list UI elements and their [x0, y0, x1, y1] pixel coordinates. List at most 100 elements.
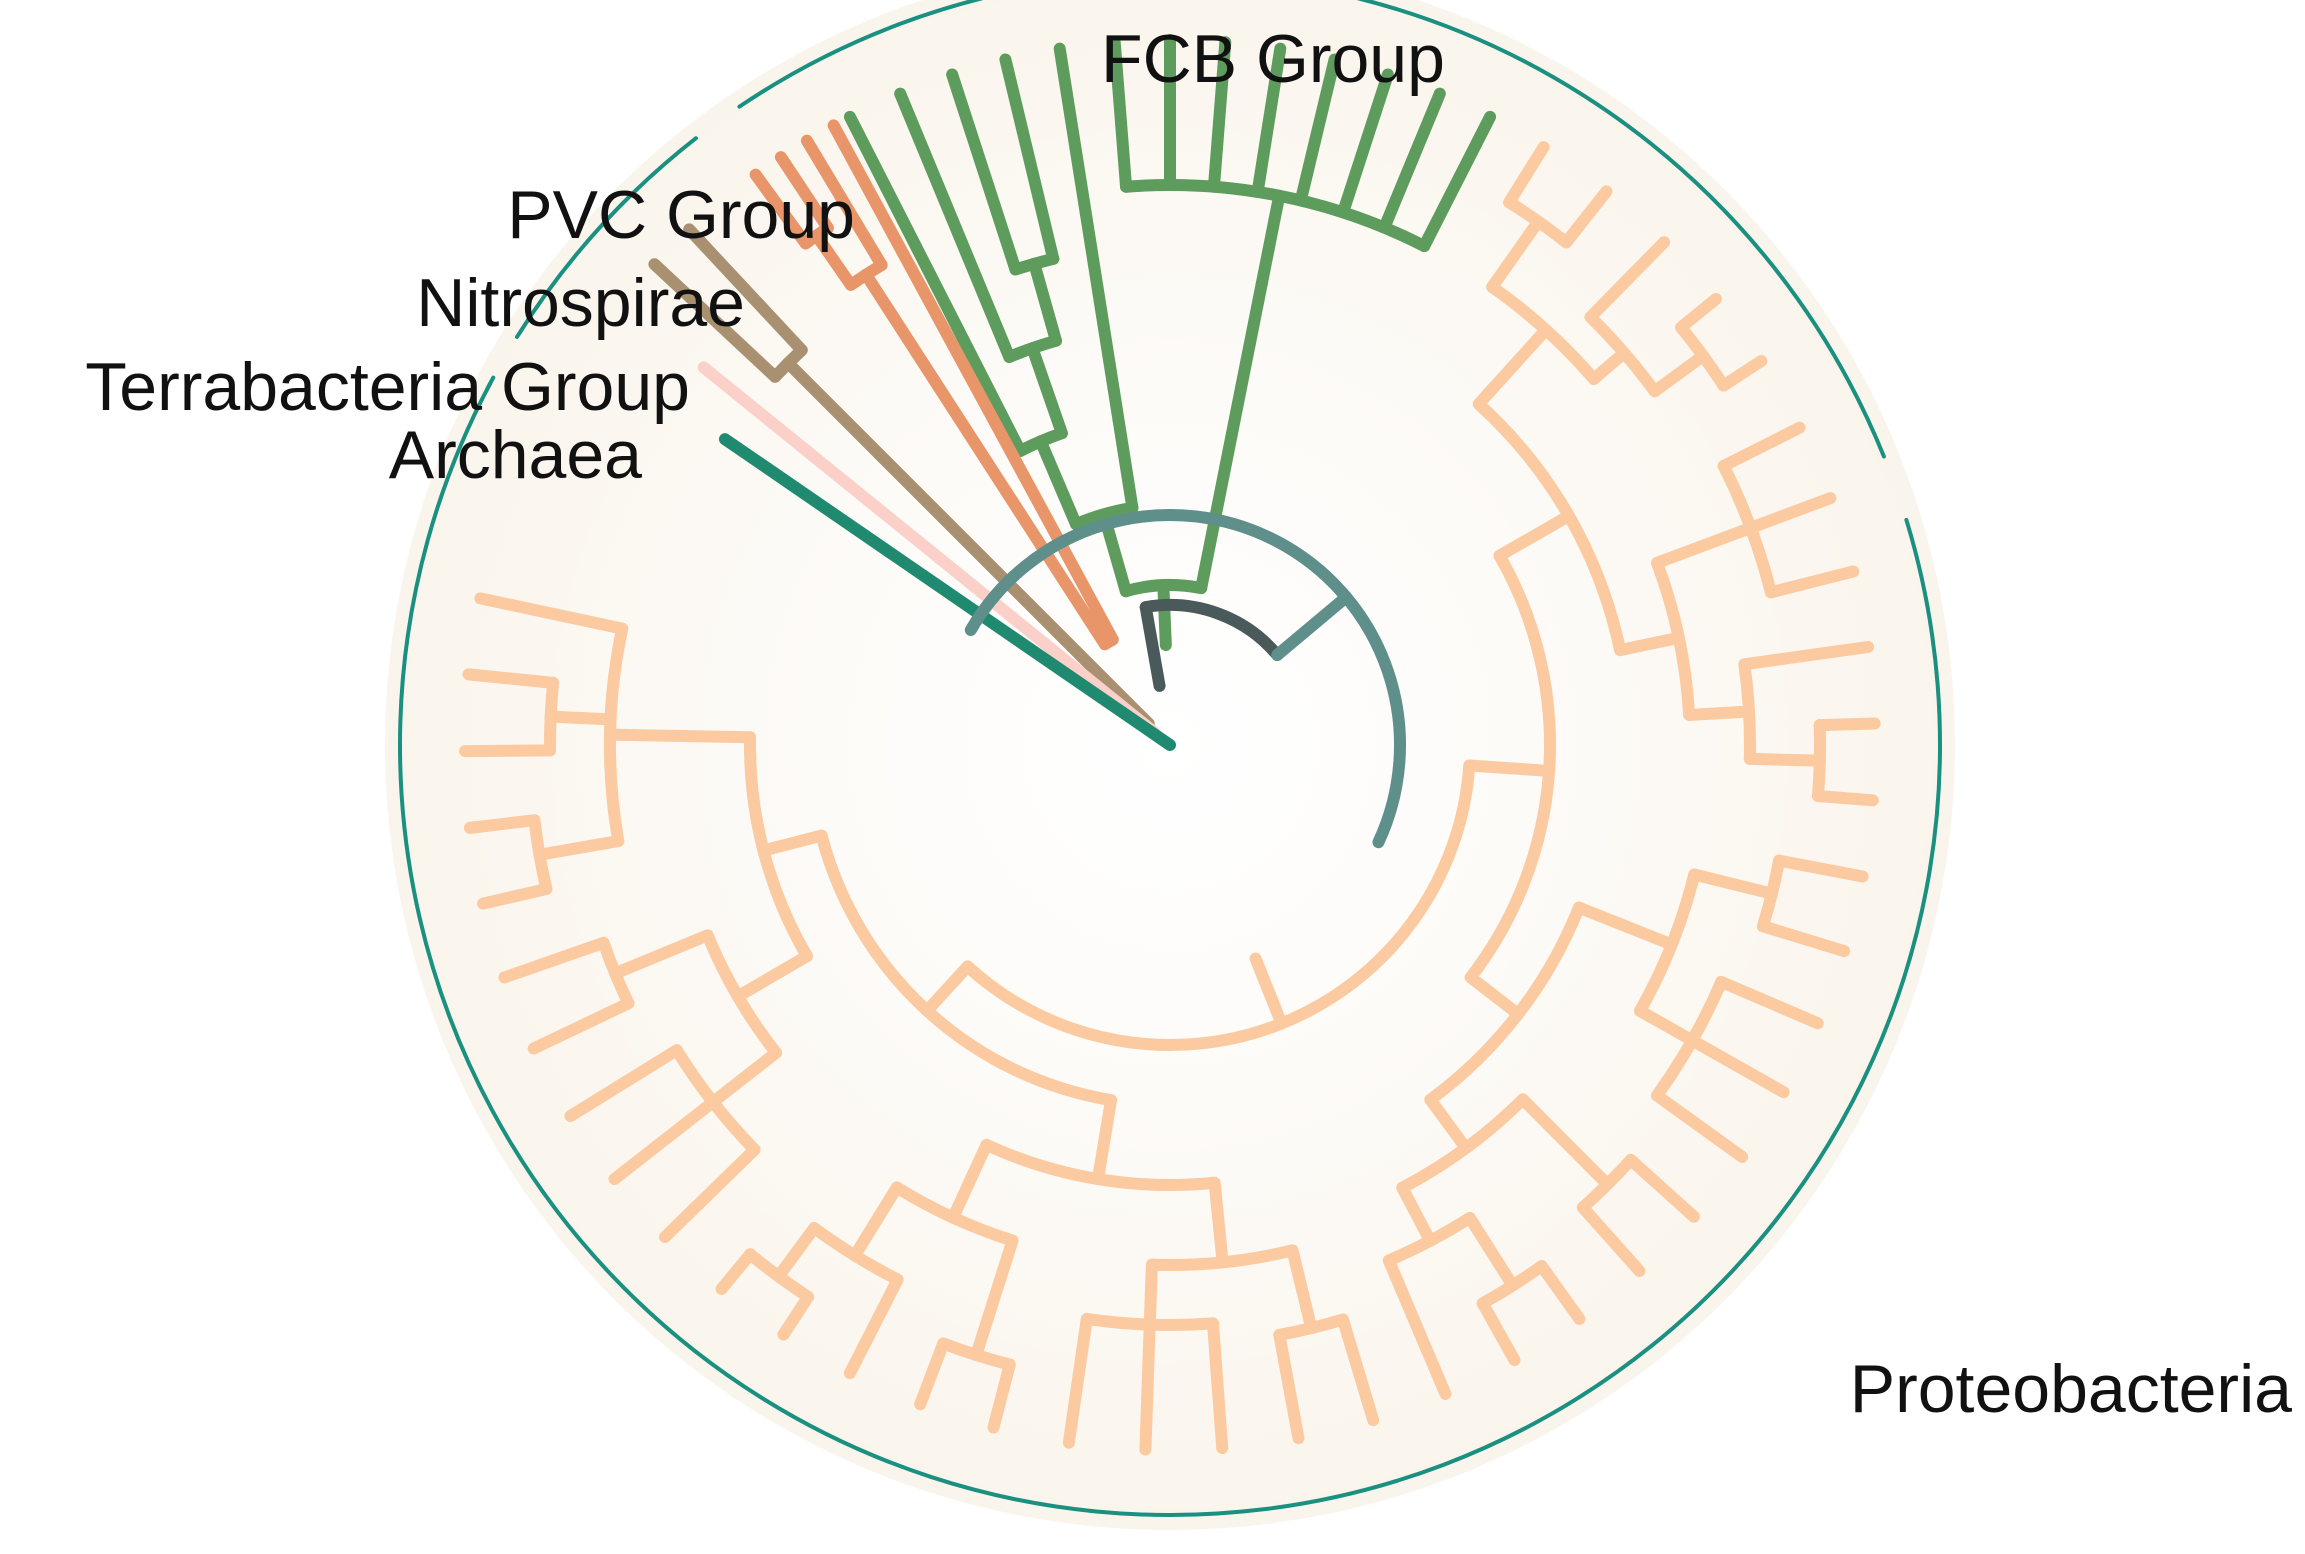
- proteobacteria-internal-branch: [1743, 752, 1826, 767]
- ring-segment: [737, 0, 984, 109]
- root-arc-outer: [964, 509, 1406, 849]
- proteobacteria-leaf-branch: [1811, 789, 1879, 807]
- proteobacteria-leaf-branch: [1764, 565, 1860, 599]
- fcb-leaf-branch: [1418, 110, 1497, 253]
- proteobacteria-leaf-branch: [1535, 1260, 1586, 1325]
- proteobacteria-internal-branch: [1683, 705, 1756, 721]
- proteobacteria-internal-branch: [609, 929, 714, 980]
- proteobacteria-stem: [1249, 952, 1288, 1030]
- proteobacteria-leaf-branch: [1206, 1317, 1229, 1455]
- proteobacteria-leaf-branch: [1744, 492, 1837, 534]
- proteobacteria-internal-branch: [757, 829, 828, 857]
- ring-segment: [485, 375, 496, 392]
- proteobacteria-internal-branch: [1516, 1093, 1614, 1191]
- proteobacteria-leaf-branch: [1738, 640, 1875, 671]
- proteobacteria-internal-branch: [1463, 759, 1556, 777]
- proteobacteria-internal-branch: [731, 950, 813, 1003]
- fcb-leaf-branch: [843, 110, 1027, 457]
- proteobacteria-leaf-branch: [843, 1273, 904, 1380]
- proteobacteria-internal-branch: [544, 710, 617, 726]
- proteobacteria-leaf-branch: [1560, 185, 1613, 249]
- proteobacteria-internal-branch: [848, 1181, 903, 1262]
- proteobacteria-internal-branch: [970, 1234, 1019, 1361]
- proteobacteria-leaf-branch: [1715, 975, 1824, 1030]
- terrabacteria-leaf-branch: [648, 258, 782, 383]
- proteobacteria-internal-branch: [1648, 349, 1710, 398]
- proteobacteria-leaf-branch: [1717, 421, 1806, 472]
- pvc-internal-branch: [860, 268, 1111, 651]
- proteobacteria-leaf-branch: [987, 1358, 1016, 1434]
- fcb-stem: [1157, 579, 1172, 652]
- proteobacteria-internal-branch: [1614, 631, 1685, 657]
- proteobacteria-internal-branch: [1143, 1258, 1158, 1331]
- proteobacteria-leaf-branch: [1336, 1313, 1380, 1427]
- proteobacteria-leaf-branch: [1675, 292, 1722, 334]
- label-terrabacteria-group: Terrabacteria Group: [85, 349, 690, 425]
- proteobacteria-internal-branch: [1493, 509, 1575, 562]
- proteobacteria-internal-branch: [706, 1046, 782, 1109]
- proteobacteria-internal-branch: [1424, 1093, 1472, 1155]
- tree-branches: [459, 34, 1881, 1456]
- proteobacteria-leaf-branch: [498, 936, 610, 984]
- proteobacteria-leaf-branch: [1756, 920, 1851, 958]
- fcb-leaf-branch: [999, 53, 1060, 265]
- proteobacteria-leaf-branch: [462, 668, 560, 689]
- proteobacteria-leaf-branch: [477, 882, 553, 910]
- terrabacteria-stem: [782, 357, 1155, 730]
- label-fcb-group: FCB Group: [1101, 21, 1445, 97]
- proteobacteria-leaf-branch: [1273, 1328, 1305, 1445]
- proteobacteria-leaf-branch: [527, 997, 635, 1055]
- proteobacteria-leaf-branch: [1584, 236, 1671, 324]
- proteobacteria-internal-branch: [1651, 521, 1757, 569]
- fcb-internal-branch: [1034, 435, 1082, 531]
- fcb-leaf-branch: [1251, 42, 1287, 198]
- pvc-node-arc: [1098, 633, 1119, 651]
- proteobacteria-leaf-branch: [1576, 1201, 1646, 1277]
- pvc-leaf-branch: [827, 119, 1119, 646]
- proteobacteria-internal-branch: [947, 1138, 993, 1224]
- proteobacteria-leaf-branch: [1062, 1312, 1093, 1449]
- fcb-leaf-branch: [1378, 87, 1446, 234]
- proteobacteria-internal-branch: [1463, 1211, 1519, 1292]
- proteobacteria-leaf-branch: [1382, 1254, 1452, 1400]
- fcb-internal-branch: [1255, 189, 1286, 291]
- ring-segment: [515, 136, 698, 339]
- proteobacteria-internal-branch: [921, 960, 974, 1017]
- fcb-leaf-branch: [1207, 36, 1232, 193]
- proteobacteria-internal-branch: [1572, 901, 1678, 951]
- proteobacteria-internal-branch: [1286, 1244, 1318, 1335]
- terrabacteria-leaf-branch: [683, 223, 808, 357]
- proteobacteria-leaf-branch: [1813, 717, 1881, 732]
- proteobacteria-internal-branch: [533, 835, 625, 861]
- label-pvc-group: PVC Group: [507, 177, 855, 253]
- proteobacteria-internal-branch: [1396, 1181, 1437, 1247]
- proteobacteria-leaf-branch: [459, 744, 557, 758]
- proteobacteria-leaf-branch: [715, 1248, 757, 1295]
- proteobacteria-internal-branch: [604, 728, 757, 744]
- proteobacteria-leaf-branch: [608, 1096, 719, 1186]
- root-inner-stem: [1139, 601, 1166, 692]
- proteobacteria-leaf-branch: [914, 1337, 950, 1411]
- proteobacteria-leaf-branch: [564, 1044, 683, 1122]
- proteobacteria-leaf-branch: [1624, 1153, 1700, 1223]
- root-arc-inner: [1139, 599, 1284, 662]
- proteobacteria-leaf-branch: [659, 1143, 761, 1243]
- pvc-internal-branch: [810, 229, 857, 291]
- proteobacteria-internal-branch: [1208, 1176, 1229, 1269]
- proteobacteria-leaf-branch: [1717, 355, 1768, 392]
- proteobacteria-leaf-branch: [1503, 141, 1550, 209]
- fcb-leaf-branch: [1053, 42, 1139, 514]
- label-nitrospirae: Nitrospirae: [416, 265, 745, 341]
- proteobacteria-internal-branch: [1091, 1094, 1118, 1186]
- fcb-leaf-branch: [946, 68, 1022, 276]
- proteobacteria-internal-branch: [1688, 868, 1778, 900]
- outer-ring: [398, 0, 1942, 1517]
- proteobacteria-leaf-branch: [474, 592, 629, 635]
- proteobacteria-internal-branch: [772, 1222, 821, 1283]
- proteobacteria-leaf-branch: [1773, 854, 1869, 883]
- fcb-internal-branch: [1195, 278, 1268, 595]
- proteobacteria-leaf-branch: [1139, 1318, 1156, 1456]
- proteobacteria-leaf-branch: [463, 814, 541, 834]
- archaea-branch: [718, 433, 1176, 751]
